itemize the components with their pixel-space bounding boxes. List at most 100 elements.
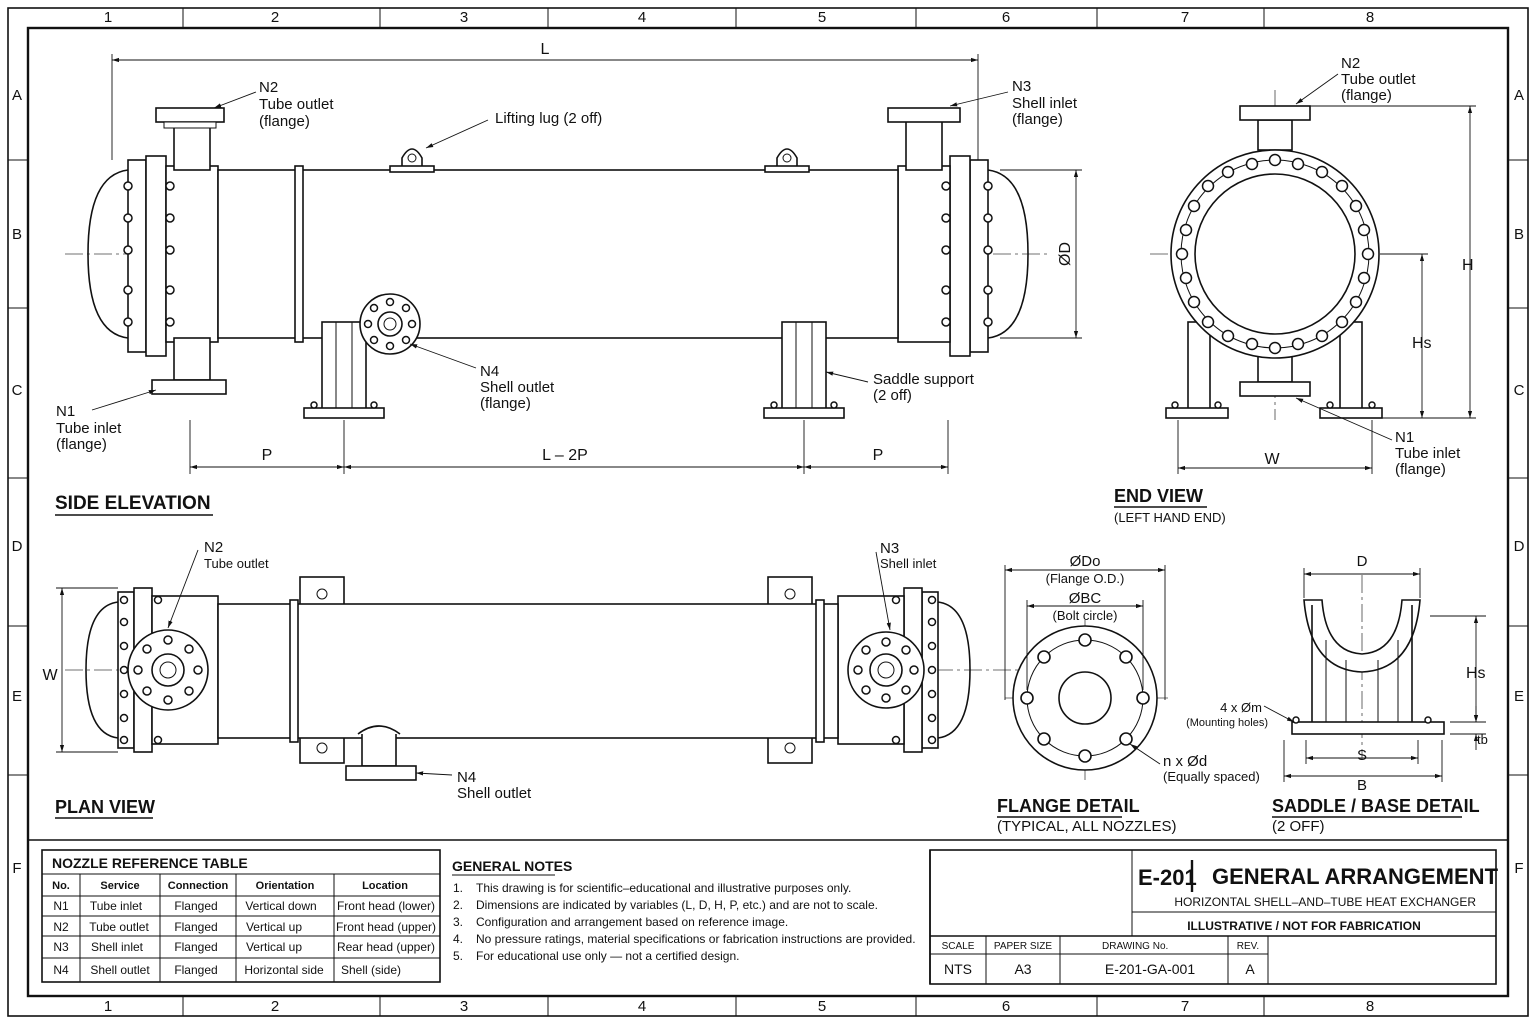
n4-desc: Shell outlet bbox=[480, 379, 555, 396]
flange-nd-label: n x Ød bbox=[1163, 753, 1207, 770]
n3-tag: N3 bbox=[1012, 78, 1031, 95]
side-elevation-labels: L P L – 2P P ØD N2 Tube outlet (flange) … bbox=[55, 41, 1078, 516]
nozzle-cell: N1 bbox=[53, 899, 69, 913]
end-view bbox=[1150, 73, 1476, 474]
nozzle-table-header: Service bbox=[100, 880, 139, 892]
paper-size-label: PAPER SIZE bbox=[994, 941, 1052, 952]
side-elevation-view bbox=[65, 54, 1082, 474]
title-disclaimer: ILLUSTRATIVE / NOT FOR FABRICATION bbox=[1187, 919, 1421, 933]
row-label-right: F bbox=[1514, 860, 1523, 877]
pv-dim-W-label: W bbox=[42, 667, 58, 684]
paper-size-value: A3 bbox=[1014, 961, 1031, 977]
row-label-right: C bbox=[1514, 382, 1525, 399]
saddle-detail bbox=[1263, 568, 1486, 782]
nozzle-cell: Flanged bbox=[174, 920, 217, 934]
saddle-dim-B: B bbox=[1357, 777, 1367, 794]
col-label-top: 8 bbox=[1366, 9, 1374, 26]
scale-value: NTS bbox=[944, 961, 972, 977]
nozzle-cell: Front head (lower) bbox=[337, 899, 435, 913]
n1-tag: N1 bbox=[56, 403, 75, 420]
saddle-detail-labels: D Hs tb S B 4 x Øm (Mounting holes) SADD… bbox=[1186, 553, 1488, 835]
nozzle-cell: Tube outlet bbox=[89, 920, 149, 934]
nozzle-cell: N4 bbox=[53, 963, 69, 977]
saddle-holes-label: 4 x Øm bbox=[1220, 700, 1262, 715]
nozzle-cell: Rear head (upper) bbox=[337, 940, 435, 954]
end-view-subtitle: (LEFT HAND END) bbox=[1114, 510, 1226, 525]
flange-nd-desc: (Equally spaced) bbox=[1163, 769, 1260, 784]
dim-D-label: ØD bbox=[1057, 242, 1074, 266]
row-label-left: A bbox=[12, 87, 22, 104]
plan-view-labels: N2 Tube outlet N3 Shell inlet N4 Shell o… bbox=[42, 539, 937, 819]
col-label-bottom: 1 bbox=[104, 998, 112, 1015]
nozzle-cell: Horizontal side bbox=[244, 963, 324, 977]
n2-desc: (flange) bbox=[259, 113, 310, 130]
col-label-top: 7 bbox=[1181, 9, 1189, 26]
nozzle-table: NOZZLE REFERENCE TABLE No. Service Conne… bbox=[41, 849, 441, 983]
lifting-lug-label: Lifting lug (2 off) bbox=[495, 110, 602, 127]
n3-desc: (flange) bbox=[1012, 111, 1063, 128]
dim-W-label: W bbox=[1264, 451, 1280, 468]
title-block: E-201 GENERAL ARRANGEMENT HORIZONTAL SHE… bbox=[929, 849, 1499, 985]
saddle-dim-Hs: Hs bbox=[1466, 665, 1486, 682]
col-label-bottom: 5 bbox=[818, 998, 826, 1015]
pv-n2-desc: Tube outlet bbox=[204, 556, 269, 571]
rev-value: A bbox=[1245, 961, 1255, 977]
border-column-labels: 1 2 3 4 5 6 7 8 1 2 3 4 5 6 7 8 bbox=[104, 9, 1374, 1015]
saddle-label: Saddle support bbox=[873, 371, 975, 388]
general-notes: GENERAL NOTES 1. This drawing is for sci… bbox=[28, 839, 1508, 984]
pv-n4-desc: Shell outlet bbox=[457, 785, 532, 802]
col-label-top: 2 bbox=[271, 9, 279, 26]
n2-desc: Tube outlet bbox=[259, 96, 334, 113]
row-label-left: E bbox=[12, 688, 22, 705]
saddle-detail-title: SADDLE / BASE DETAIL bbox=[1272, 796, 1480, 816]
nozzle-table-title: NOZZLE REFERENCE TABLE bbox=[52, 855, 248, 871]
n4-desc: (flange) bbox=[480, 395, 531, 412]
dim-L2P-label: L – 2P bbox=[542, 447, 588, 464]
col-label-bottom: 6 bbox=[1002, 998, 1010, 1015]
ev-n2-tag: N2 bbox=[1341, 55, 1360, 72]
border-row-labels: A B C D E F A B C D E F bbox=[12, 87, 1525, 877]
row-label-left: B bbox=[12, 226, 22, 243]
flange-detail-labels: ØDo (Flange O.D.) ØBC (Bolt circle) n x … bbox=[997, 553, 1260, 835]
nozzle-cell: N3 bbox=[53, 940, 69, 954]
saddle-detail-subtitle: (2 OFF) bbox=[1272, 818, 1325, 835]
nozzle-table-header: No. bbox=[52, 880, 70, 892]
nozzle-cell: Vertical up bbox=[246, 940, 302, 954]
title-main: GENERAL ARRANGEMENT bbox=[1212, 864, 1499, 889]
saddle-holes-desc: (Mounting holes) bbox=[1186, 717, 1268, 729]
nozzle-cell: Flanged bbox=[174, 940, 217, 954]
row-label-left: C bbox=[12, 382, 23, 399]
nozzle-table-header: Connection bbox=[168, 880, 229, 892]
plan-view-title: PLAN VIEW bbox=[55, 797, 155, 817]
note-number: 5. bbox=[453, 949, 463, 963]
title-subtitle: HORIZONTAL SHELL–AND–TUBE HEAT EXCHANGER bbox=[1174, 895, 1476, 909]
col-label-top: 4 bbox=[638, 9, 646, 26]
saddle-dim-D: D bbox=[1357, 553, 1368, 570]
note-text: Configuration and arrangement based on r… bbox=[476, 915, 788, 929]
dim-L-label: L bbox=[541, 41, 550, 58]
nozzle-cell: Flanged bbox=[174, 899, 217, 913]
saddle-dim-S: S bbox=[1357, 747, 1367, 764]
dim-P-label: P bbox=[873, 447, 884, 464]
pv-n4-tag: N4 bbox=[457, 769, 476, 786]
n2-tag: N2 bbox=[259, 79, 278, 96]
general-notes-title: GENERAL NOTES bbox=[452, 858, 572, 874]
sheet-border bbox=[7, 7, 1529, 1017]
row-label-left: D bbox=[12, 538, 23, 555]
nozzle-cell: Front head (upper) bbox=[336, 920, 436, 934]
note-text: No pressure ratings, material specificat… bbox=[476, 932, 916, 946]
end-view-labels: N2 Tube outlet (flange) H Hs W N1 Tube i… bbox=[1114, 55, 1474, 525]
flange-detail-subtitle: (TYPICAL, ALL NOZZLES) bbox=[997, 818, 1177, 835]
nozzle-cell: Vertical down bbox=[245, 899, 316, 913]
flange-bc-desc: (Bolt circle) bbox=[1052, 608, 1117, 623]
scale-label: SCALE bbox=[942, 941, 975, 952]
flange-do-desc: (Flange O.D.) bbox=[1046, 571, 1125, 586]
row-label-right: A bbox=[1514, 87, 1524, 104]
note-number: 3. bbox=[453, 915, 463, 929]
nozzle-table-header: Location bbox=[362, 880, 408, 892]
rev-label: REV. bbox=[1237, 941, 1259, 952]
note-number: 1. bbox=[453, 881, 463, 895]
flange-bc-label: ØBC bbox=[1069, 590, 1102, 607]
dim-P-label: P bbox=[262, 447, 273, 464]
